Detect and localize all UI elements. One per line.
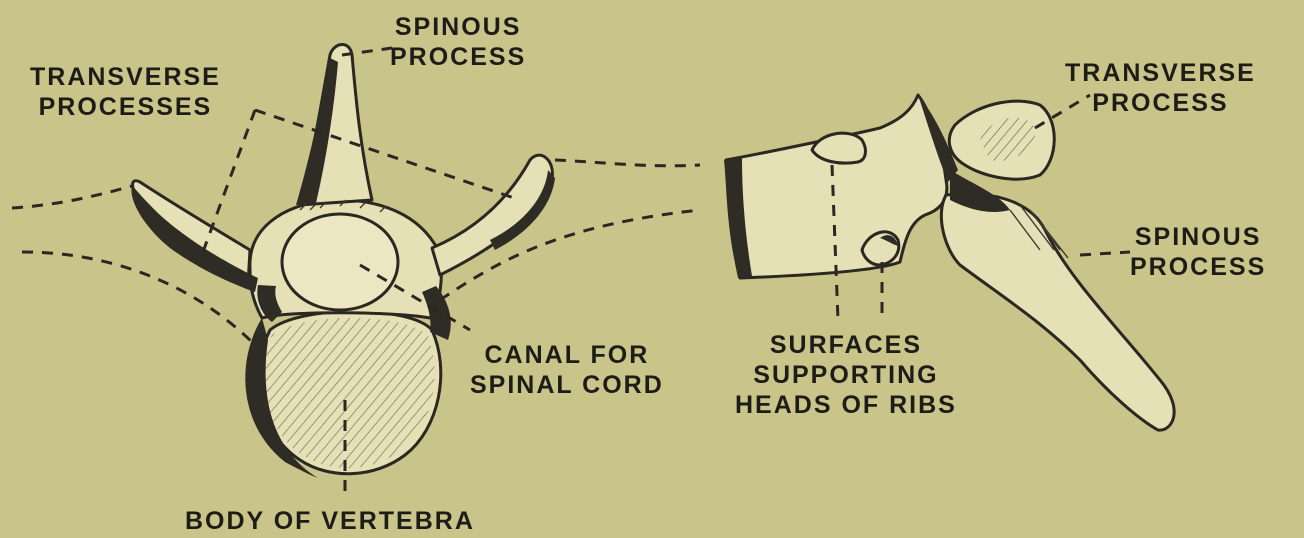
upper-rib-facet (812, 133, 865, 163)
label-spinous-process-right: SPINOUS PROCESS (1130, 222, 1266, 282)
spinal-canal (282, 214, 398, 310)
label-canal-spinal-cord: CANAL FOR SPINAL CORD (470, 340, 664, 400)
label-spinous-process-left: SPINOUS PROCESS (390, 12, 526, 72)
label-transverse-processes: TRANSVERSE PROCESSES (30, 62, 221, 122)
label-surfaces-supporting-ribs: SURFACES SUPPORTING HEADS OF RIBS (735, 330, 957, 420)
label-transverse-process-right: TRANSVERSE PROCESS (1065, 58, 1256, 118)
label-body-of-vertebra: BODY OF VERTEBRA (185, 506, 475, 536)
